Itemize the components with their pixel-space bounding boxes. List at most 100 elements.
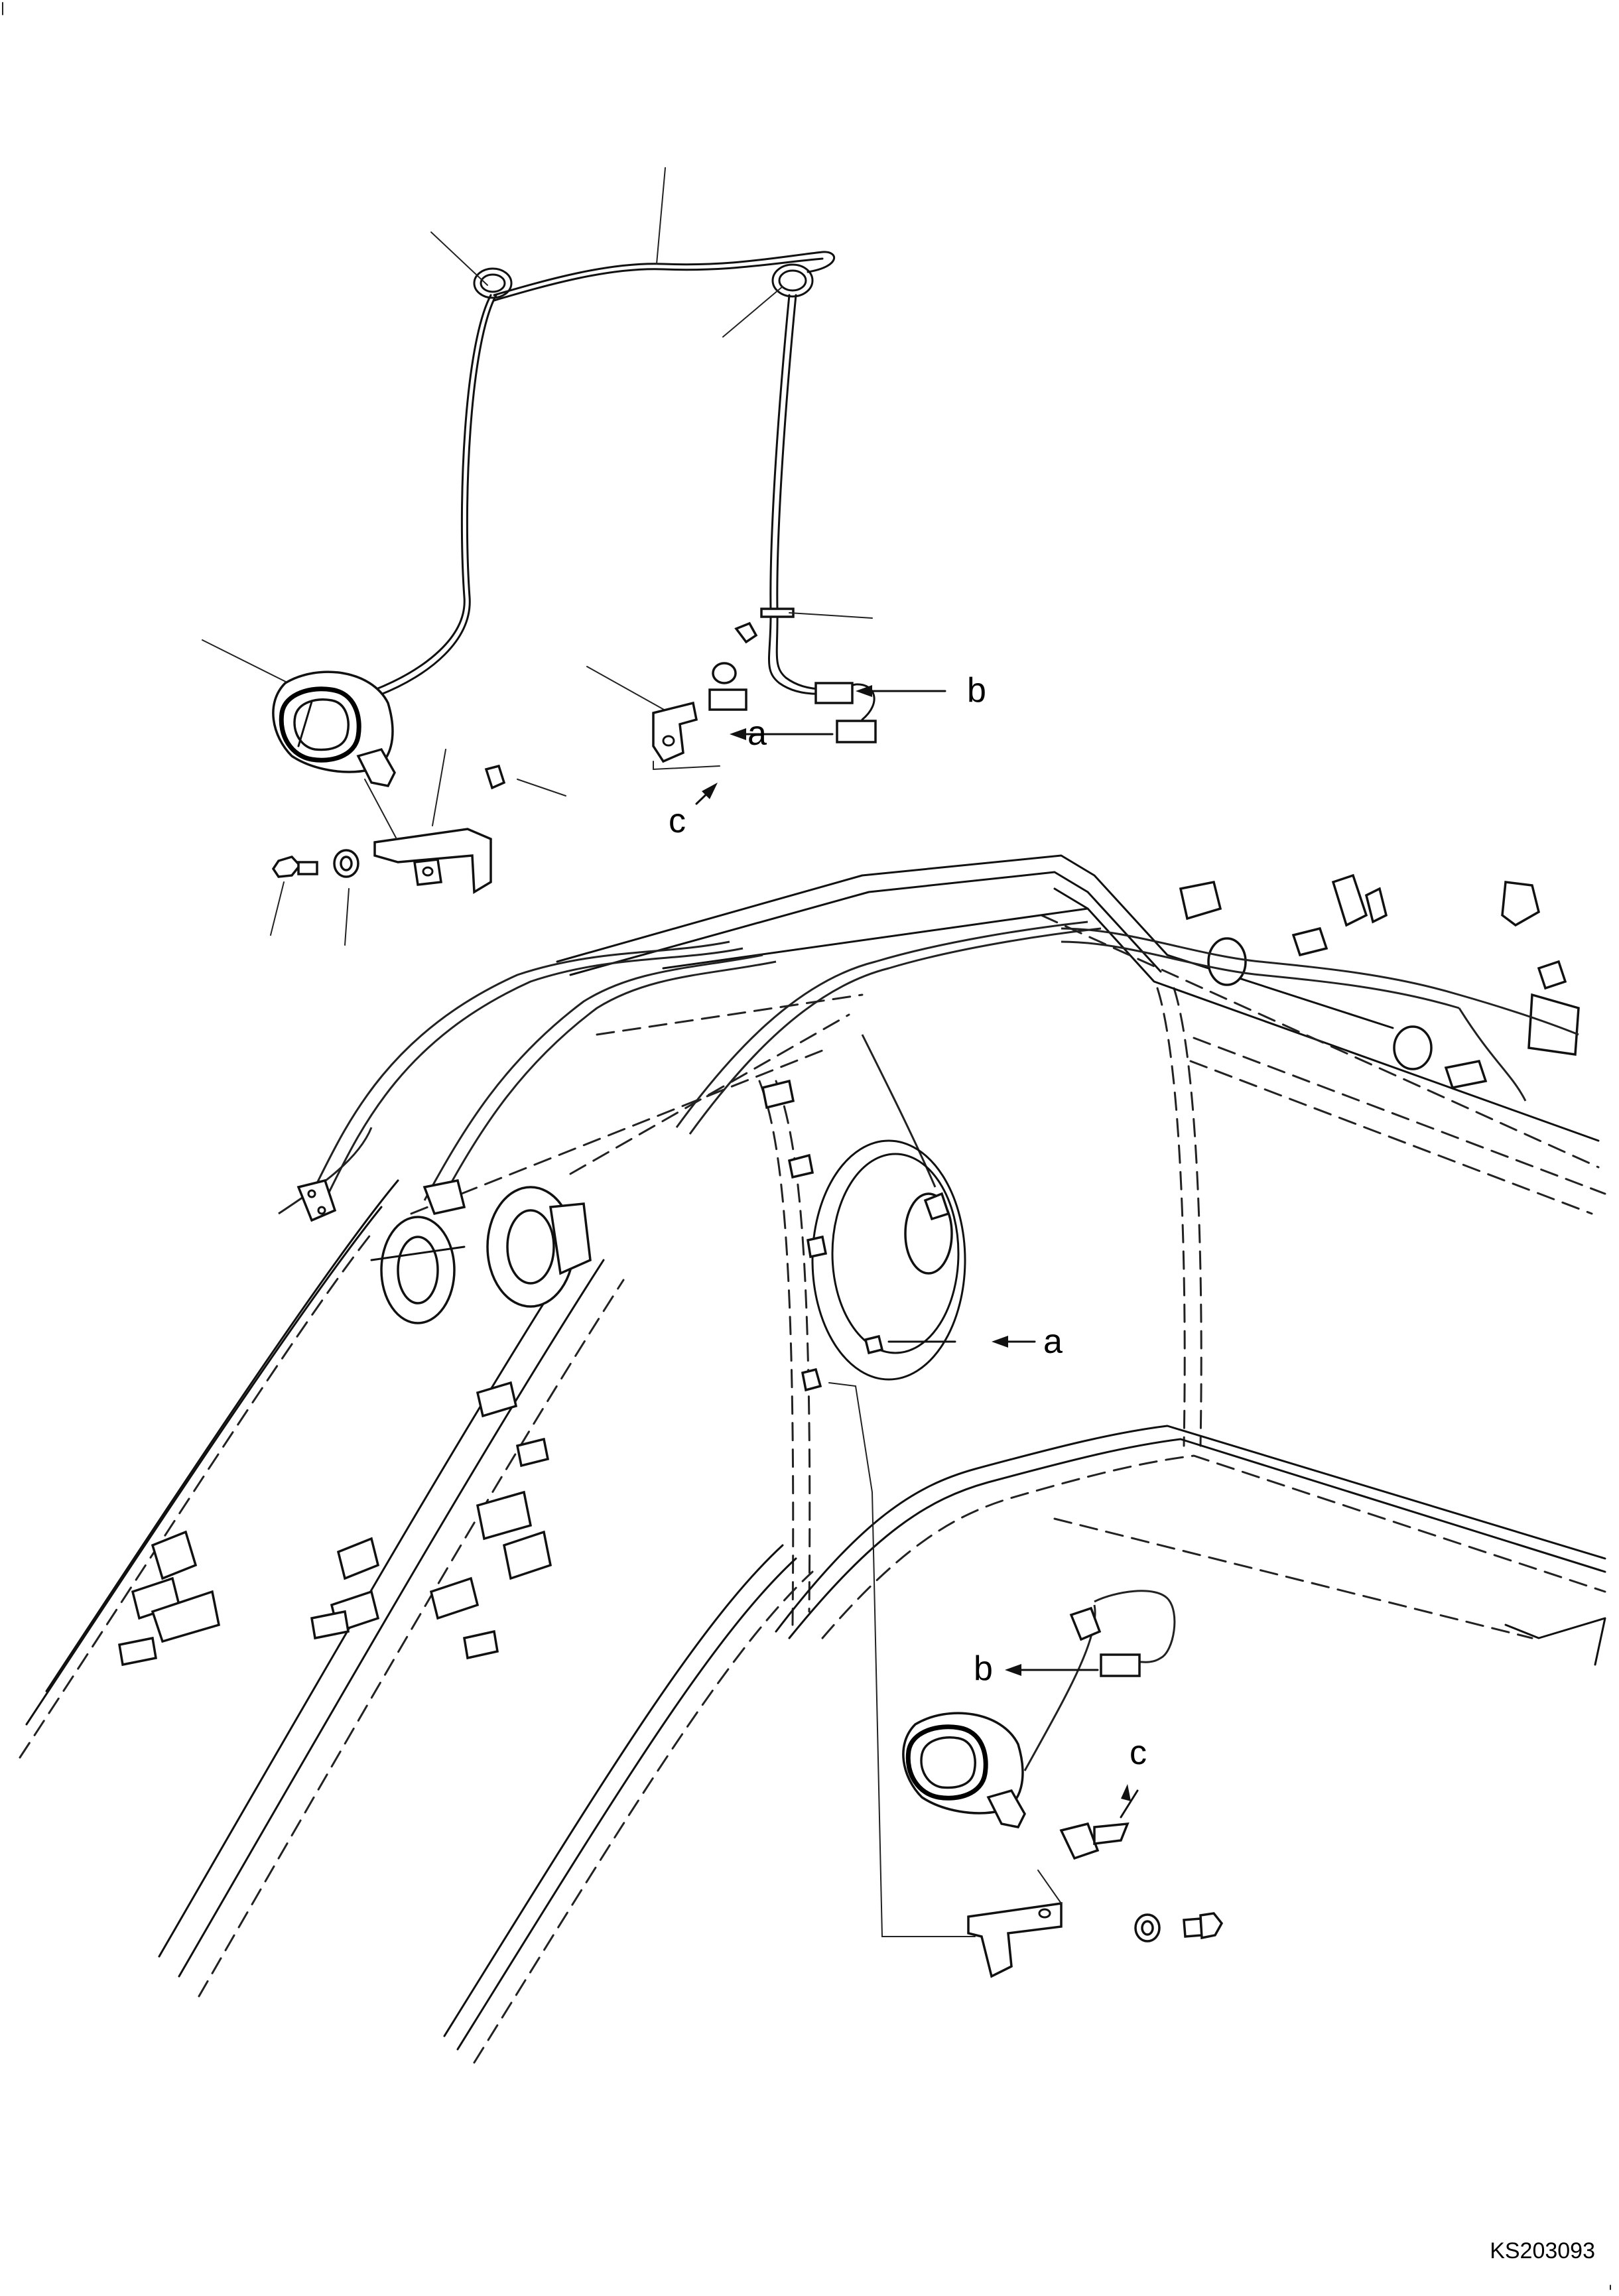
boom-crossbar	[662, 907, 1089, 970]
boom-frame	[19, 854, 1606, 2064]
work-lamp-bottom-assembly	[828, 1382, 1224, 1978]
grommet-ring-right-inner	[778, 269, 807, 292]
mount-nut-a	[864, 1334, 884, 1355]
connector-fitting-bottom	[1069, 1606, 1102, 1641]
hose-2b	[436, 960, 777, 1208]
frame-solid-mid-2	[788, 1438, 1606, 1639]
lamp-connector-top	[356, 747, 396, 787]
arrows-top	[695, 685, 946, 805]
frame-dashed-right	[1156, 987, 1186, 1447]
clamp-top-body	[652, 701, 698, 763]
lamp-lens-bottom	[920, 1736, 976, 1789]
fasteners-top	[271, 621, 758, 878]
connector-b-bottom	[1100, 1653, 1141, 1677]
connector-b-top	[814, 682, 854, 704]
hose-end-left	[278, 1127, 373, 1215]
connector-small	[708, 688, 747, 711]
leader-nut-to-bracket	[828, 1382, 976, 1937]
pivot-clamp	[549, 1202, 592, 1275]
mount-disc-mid	[831, 1153, 960, 1354]
hose-1	[310, 940, 730, 1194]
work-lamp-top	[272, 670, 396, 787]
harness-wire-right-inner	[775, 294, 875, 721]
bolt-shank-top	[297, 861, 318, 875]
label-a-top: a	[747, 714, 767, 753]
hose-3	[675, 921, 1088, 1128]
wire-harness-assembly	[373, 251, 877, 743]
clamp-bottom-strap	[1093, 1822, 1130, 1845]
grommet-ring-right	[771, 263, 814, 298]
harness-wire-left	[373, 294, 492, 691]
frame-dashed-top-right	[1193, 1037, 1606, 1195]
hose-3b	[688, 927, 1102, 1135]
bracket-bottom	[967, 1901, 1063, 1978]
lamp-mount-disc	[801, 1139, 966, 1392]
drawing-code: KS203093	[1490, 2238, 1595, 2264]
mount-disc-outer	[811, 1139, 966, 1381]
mount-nut-free	[801, 1368, 822, 1392]
frame-dashed-right-2	[1173, 987, 1202, 1447]
boom-top-frame	[556, 854, 1394, 1029]
mount-disc-fitting	[923, 1192, 950, 1221]
label-c-bottom: c	[1130, 1734, 1147, 1772]
lamp-wire-mid	[861, 1034, 937, 1188]
lamp-lens-top	[293, 698, 350, 751]
boom-arm-left-1	[45, 1179, 399, 1692]
grommet-ring-left-inner	[480, 273, 506, 293]
bracket-top-tab	[413, 858, 442, 886]
label-a-mid: a	[1043, 1322, 1063, 1361]
frame-dashed-top-right-2	[1189, 1060, 1593, 1215]
leader-lines-top	[202, 167, 873, 946]
boom-clamps	[117, 1079, 814, 1667]
harness-wire-left-inner	[378, 294, 497, 696]
bolt-shank-bottom	[1183, 1917, 1203, 1938]
harness-wire-top	[493, 251, 835, 296]
boom-arm-lower-2	[456, 1557, 797, 2051]
pivot-clamp-left	[422, 1179, 466, 1216]
frame-dashed-lower	[1053, 1517, 1533, 1639]
bolt-head-bottom	[1199, 1912, 1224, 1940]
frame-dashed-left	[758, 1080, 795, 1626]
mount-clip	[807, 1235, 828, 1259]
boom-arm-center-1	[158, 1239, 585, 1958]
valve-cluster	[1061, 873, 1580, 1102]
harness-wire-top-inner	[493, 257, 824, 302]
boom-arm-left-2	[25, 1206, 383, 1726]
hose-fitting-left	[296, 1179, 337, 1222]
lamp-connector-bottom	[986, 1789, 1026, 1828]
frame-dashed-left-2	[775, 1080, 811, 1613]
frame-solid-mid	[775, 1425, 1606, 1633]
clamp-bottom	[1059, 1822, 1100, 1860]
hose-2	[423, 954, 763, 1201]
arrows-bottom	[1005, 1664, 1139, 1818]
grommet-ring-left	[473, 267, 513, 299]
label-b-top: b	[967, 671, 986, 710]
boom-top-frame-2	[569, 871, 1162, 976]
arrow-a-mid	[887, 1336, 1036, 1348]
connector-a-top	[836, 720, 877, 743]
frame-dashed-mid	[821, 1454, 1606, 1639]
bolt-head-top	[271, 856, 302, 878]
frame-corner	[1504, 1617, 1606, 1666]
bracket-top	[364, 779, 492, 894]
boom-top-frame-dashed	[1040, 914, 1600, 1169]
lamp-wire-loop-bottom	[1094, 1590, 1176, 1663]
cable-tie	[760, 607, 795, 618]
screw-small-top	[734, 621, 758, 644]
boom-arm-center-2	[178, 1259, 605, 1978]
hose-1b	[324, 947, 744, 1201]
boom-top-frame-3	[1053, 887, 1600, 1142]
hydraulic-hoses	[278, 921, 1102, 1215]
boom-arm-lower-1	[443, 1544, 784, 2037]
label-b-bottom: b	[974, 1649, 993, 1688]
clamp-top	[652, 701, 720, 771]
washer-small-top	[712, 662, 737, 684]
boom-arm-left-3	[19, 1232, 373, 1759]
boom-arm-lower-3	[473, 1570, 814, 2064]
boom-pivots	[370, 1179, 592, 1324]
bracket-top-body	[373, 828, 492, 894]
label-c-top: c	[669, 802, 686, 840]
boom-crossbar-dashed	[596, 993, 864, 1036]
cap-top	[484, 764, 506, 790]
